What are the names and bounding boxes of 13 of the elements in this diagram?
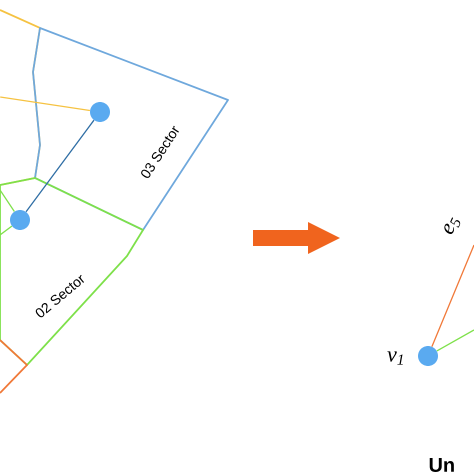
vertex-dot xyxy=(10,210,30,230)
vertex-label: v$_{1}$ xyxy=(387,351,403,365)
graph-edge xyxy=(0,96,90,112)
sector-outline xyxy=(0,339,28,394)
graph-edge xyxy=(431,244,474,347)
graph-edge xyxy=(26,120,94,212)
graph-edge xyxy=(0,190,15,212)
vertex-dot xyxy=(418,346,438,366)
graph-edge xyxy=(436,329,474,352)
edge-label: e$_{5}$ xyxy=(444,217,460,234)
graph-edge xyxy=(0,226,12,236)
caption-text: Un xyxy=(430,458,454,472)
vertex-dot xyxy=(90,102,110,122)
